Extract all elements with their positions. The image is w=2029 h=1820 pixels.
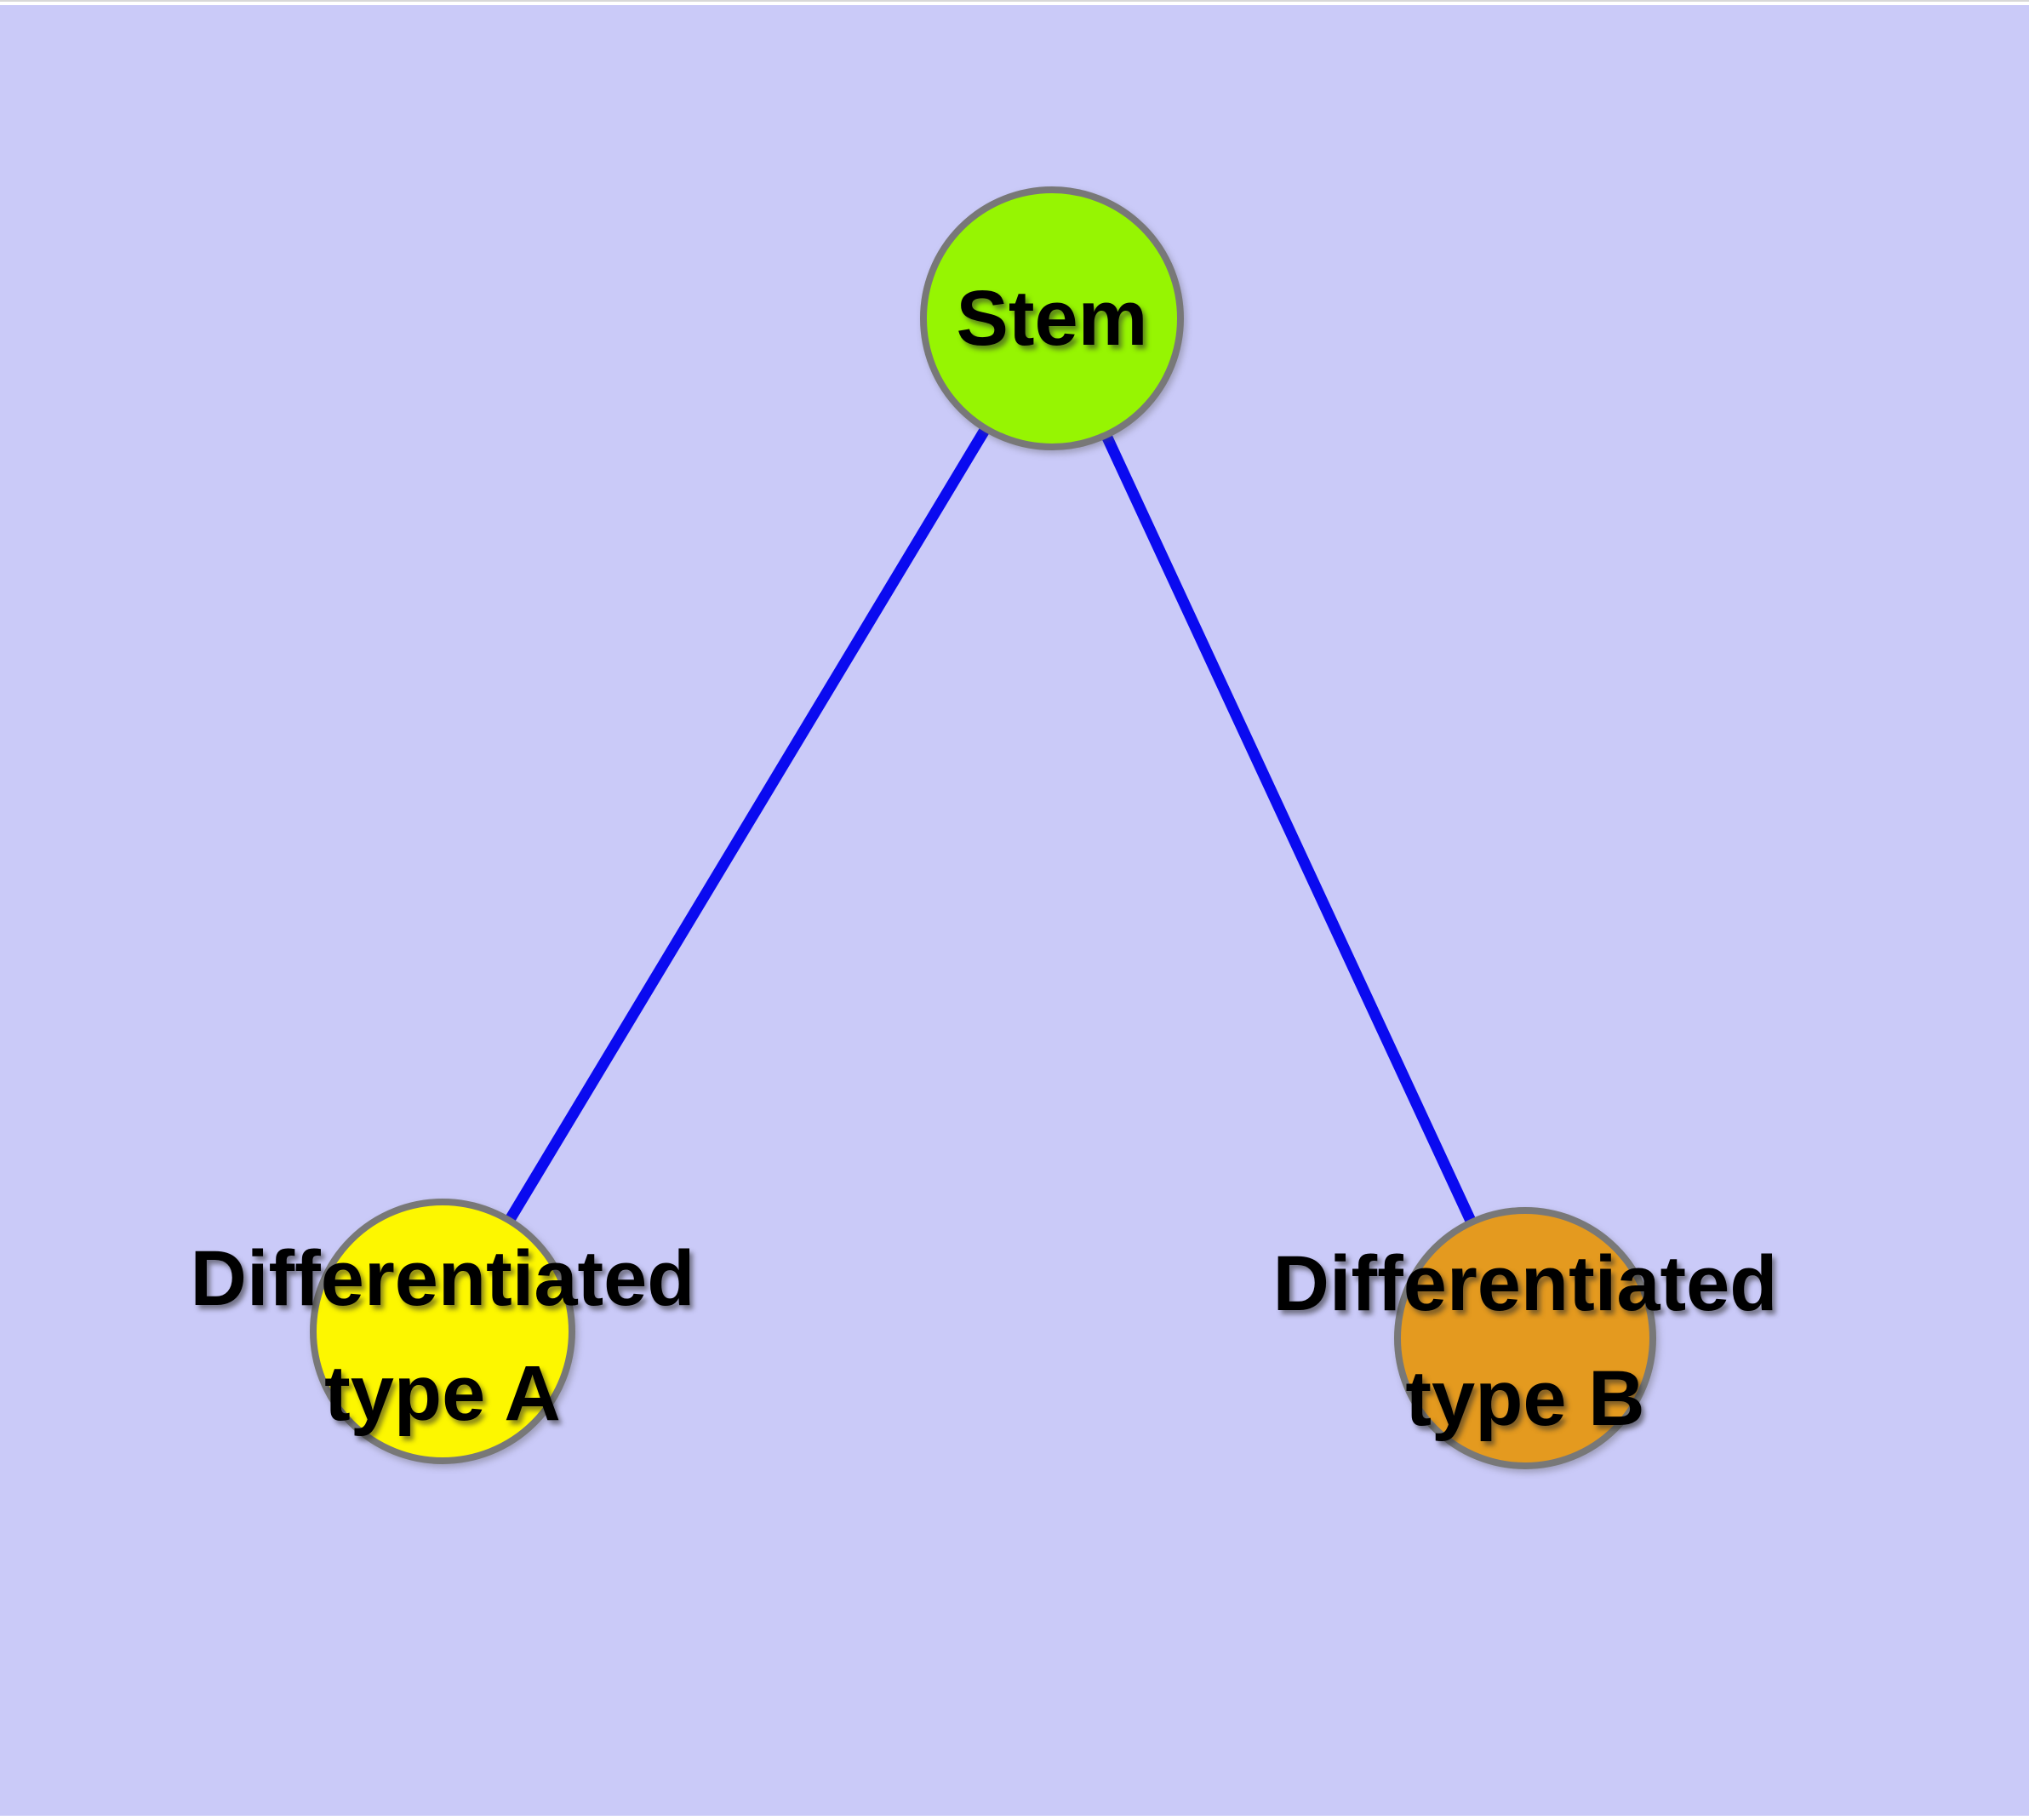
top-border-line [0,0,2029,2]
edge-stem-to-type-a [437,315,1057,1335]
node-stem-circle[interactable] [920,186,1184,450]
edge-stem-to-type-b [1047,316,1530,1341]
node-differentiated-type-a-circle[interactable] [310,1199,575,1464]
node-differentiated-type-b-circle[interactable] [1394,1207,1656,1469]
